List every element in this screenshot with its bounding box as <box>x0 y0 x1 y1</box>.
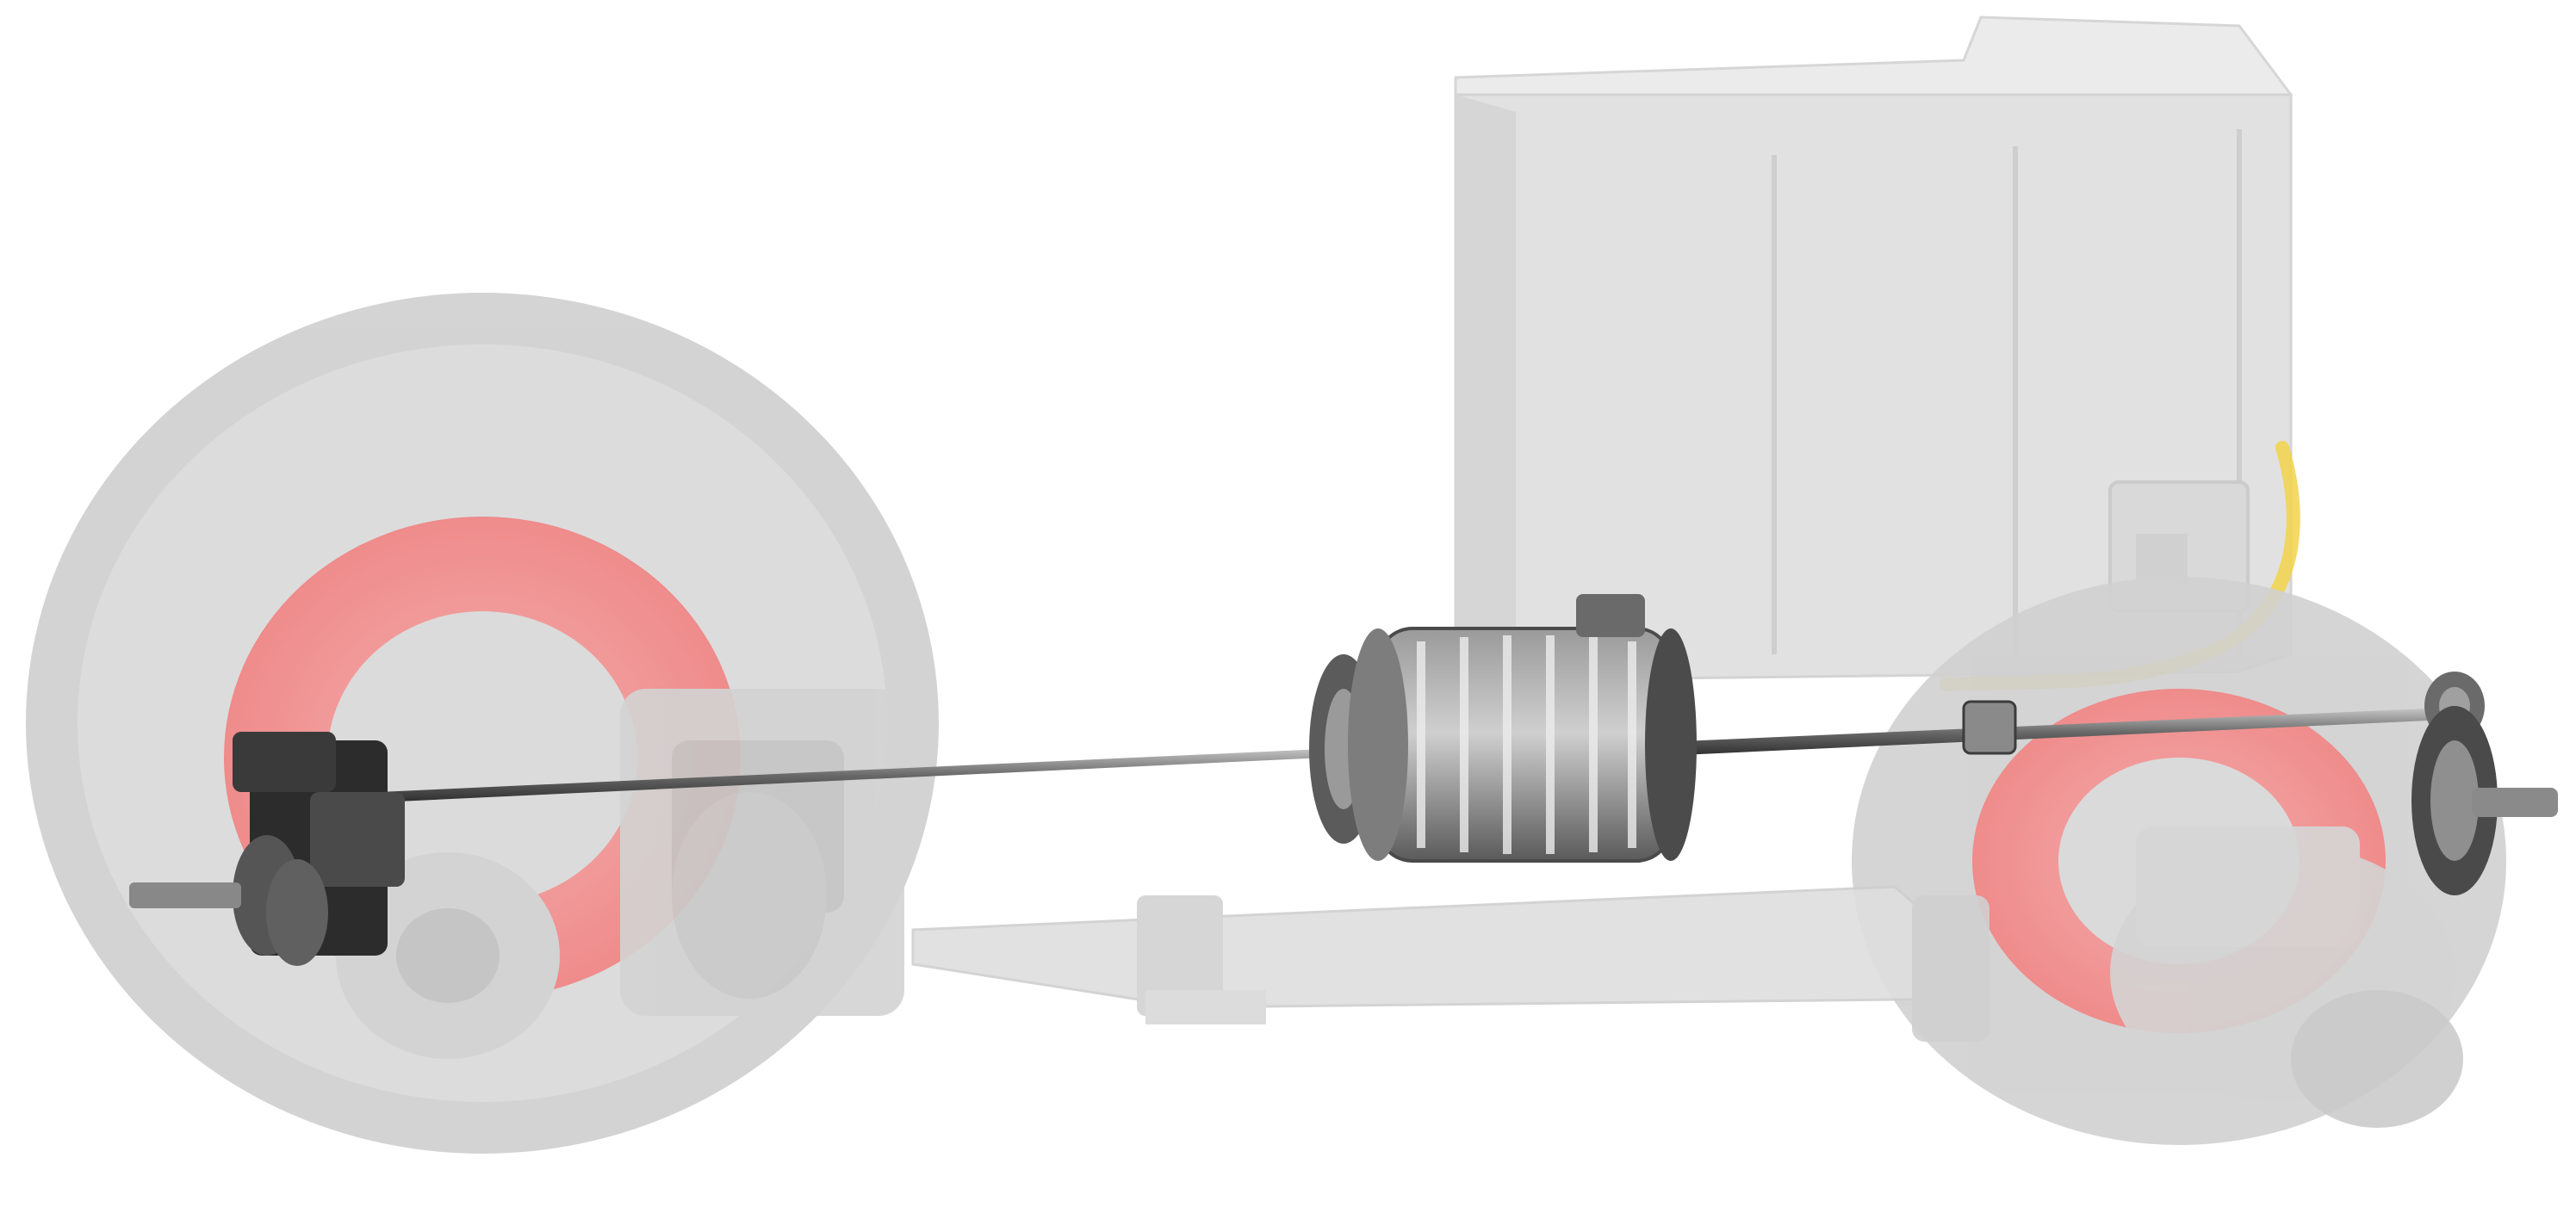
right-gearbox <box>2412 672 2558 895</box>
motor-terminal-box <box>1576 594 1645 637</box>
left-gearbox <box>129 732 405 966</box>
gear <box>266 859 328 966</box>
electric-motor <box>1309 594 1697 863</box>
output-shaft <box>2472 788 2558 817</box>
output-shaft <box>129 882 241 908</box>
left-transmission-housing <box>620 689 904 1016</box>
front-axle <box>911 826 2463 1128</box>
motor-cooling-fins <box>1417 635 1636 854</box>
drive-shaft <box>379 700 2446 802</box>
battery-side-face <box>1456 95 1516 680</box>
shaft-coupling <box>1962 700 2017 755</box>
